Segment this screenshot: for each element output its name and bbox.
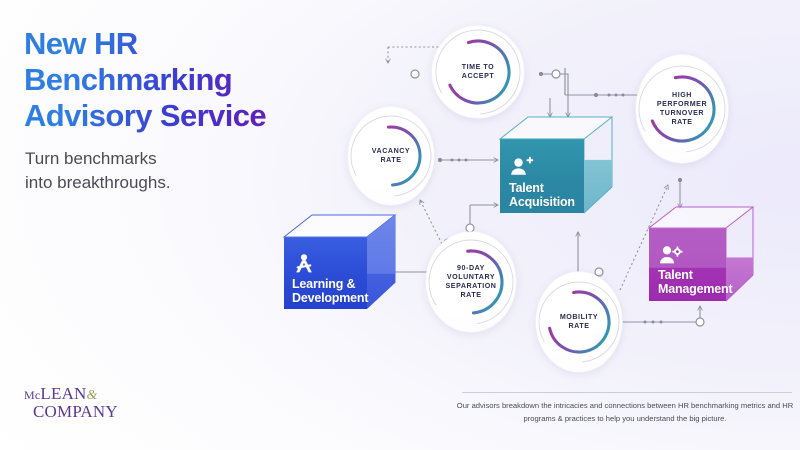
logo-line-1: McLEAN& xyxy=(24,385,118,403)
gauge-arc-high-performer-turnover-rate xyxy=(638,65,726,153)
logo-lean: LEAN xyxy=(40,384,87,403)
metric-node-mobility-rate[interactable]: MOBILITY RATE xyxy=(536,272,622,372)
metric-node-time-to-accept[interactable]: TIME TO ACCEPT xyxy=(432,26,524,118)
cube-shape-talent-management xyxy=(647,206,755,302)
program-label: Talent Acquisition xyxy=(509,181,575,210)
metric-node-high-performer-turnover-rate[interactable]: HIGH PERFORMER TURNOVER RATE xyxy=(636,55,728,163)
program-label: Learning & Development xyxy=(292,277,369,306)
logo-line-2: COMPANY xyxy=(33,402,118,422)
logo-mc: Mc xyxy=(24,388,41,402)
mclean-company-logo: McLEAN& COMPANY xyxy=(24,385,118,421)
footer-divider xyxy=(462,392,792,393)
gauge-arc-ninety-day-voluntary-separation-rate xyxy=(428,239,514,325)
page-subtitle: Turn benchmarks into breakthroughs. xyxy=(25,149,171,193)
gauge-arc-vacancy-rate xyxy=(350,115,432,197)
gauge-arc-time-to-accept xyxy=(435,29,521,115)
metric-node-ninety-day-voluntary-separation-rate[interactable]: 90-DAY VOLUNTARY SEPARATION RATE xyxy=(426,232,516,332)
footer-caption: Our advisors breakdown the intricacies a… xyxy=(456,401,794,423)
program-cube-talent-acquisition[interactable]: Talent Acquisition xyxy=(496,115,616,227)
metric-label: 90-DAY VOLUNTARY SEPARATION RATE xyxy=(445,263,497,300)
metric-label: VACANCY RATE xyxy=(371,146,411,164)
metric-label: TIME TO ACCEPT xyxy=(461,62,495,80)
page-title: New HR Benchmarking Advisory Service xyxy=(24,26,364,134)
metric-label: HIGH PERFORMER TURNOVER RATE xyxy=(656,90,708,127)
metric-label: MOBILITY RATE xyxy=(559,312,599,330)
program-cube-learning-development[interactable]: Learning & Development xyxy=(281,213,399,323)
program-cube-talent-management[interactable]: Talent Management xyxy=(645,205,757,313)
gauge-arc-mobility-rate xyxy=(538,281,620,363)
cube-shape-talent-acquisition xyxy=(498,116,614,214)
program-label: Talent Management xyxy=(658,268,733,297)
logo-ampersand: & xyxy=(86,388,98,403)
metric-node-vacancy-rate[interactable]: VACANCY RATE xyxy=(348,107,434,205)
cube-shape-learning-development xyxy=(282,214,397,309)
